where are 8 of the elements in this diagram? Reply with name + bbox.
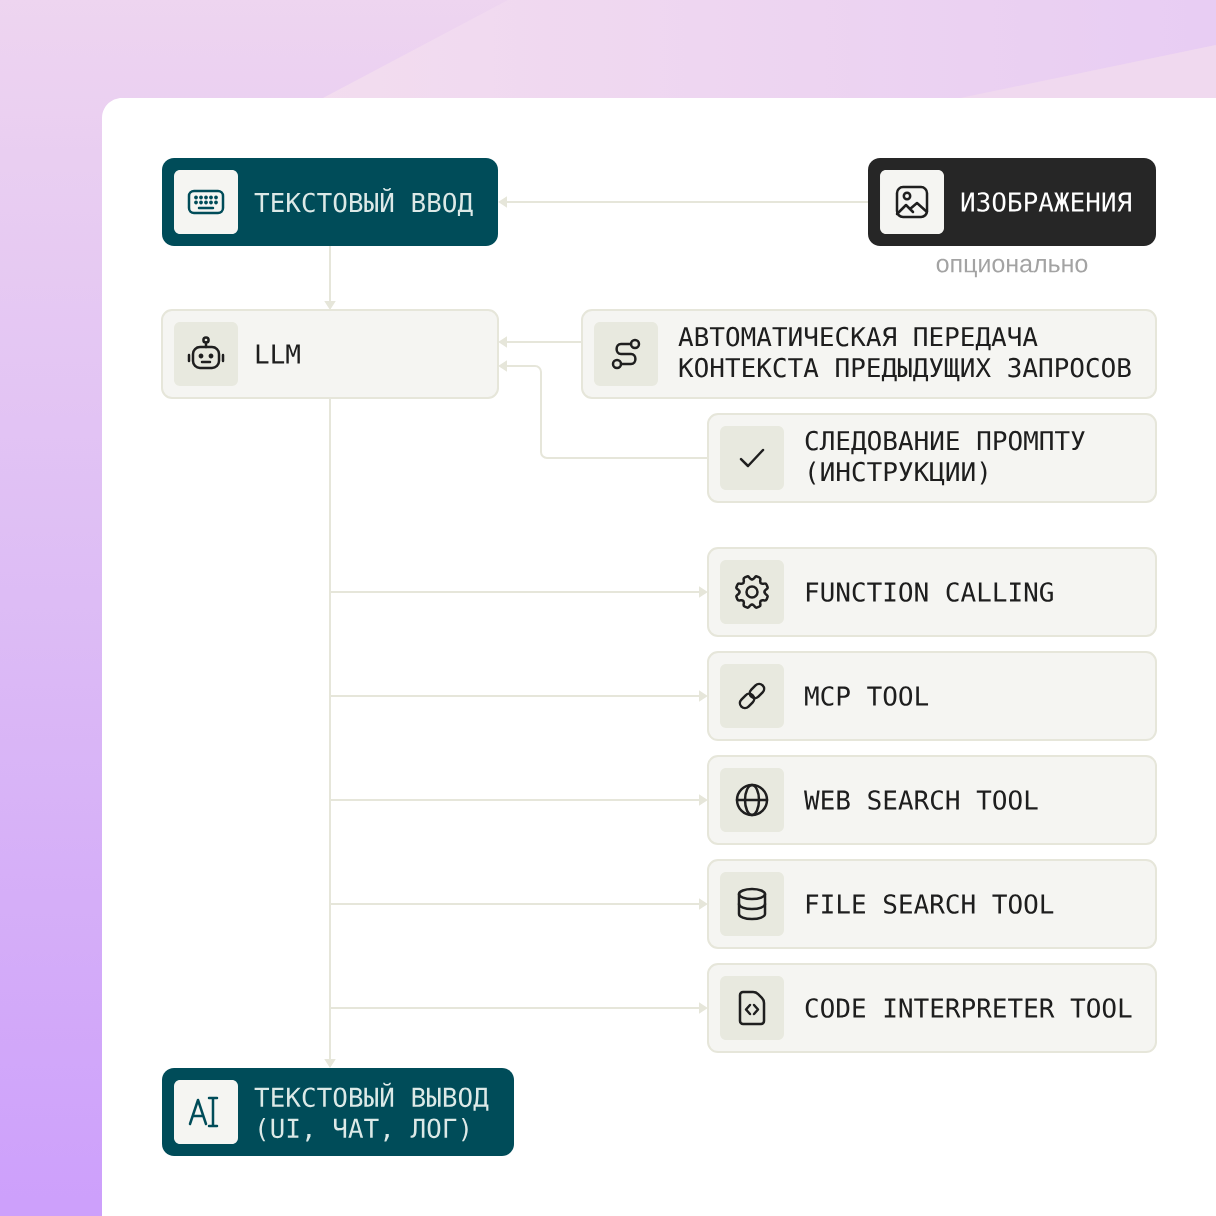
- process-box: WEB SEARCH TOOL: [707, 755, 1157, 845]
- process-box: АВТОМАТИЧЕСКАЯ ПЕРЕДАЧА КОНТЕКСТА ПРЕДЫДУЩИХ ЗАПРОСОВ: [581, 309, 1157, 399]
- process-box: CODE INTERPRETER TOOL: [707, 963, 1157, 1053]
- process-box: FILE SEARCH TOOL: [707, 859, 1157, 949]
- note-text: опционально: [936, 258, 1088, 278]
- process-box: СЛЕДОВАНИЕ ПРОМПТУ (ИНСТРУКЦИИ): [707, 413, 1157, 503]
- process-box: FUNCTION CALLING: [707, 547, 1157, 637]
- process-box: MCP TOOL: [707, 651, 1157, 741]
